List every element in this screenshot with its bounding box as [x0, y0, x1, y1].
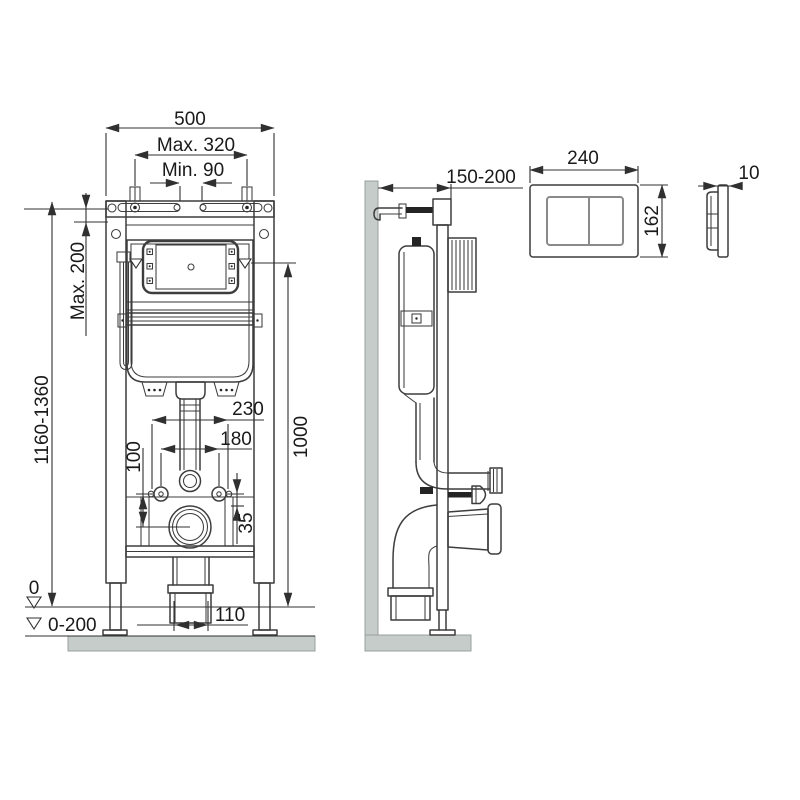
access-window: [141, 239, 240, 295]
dim-hanger-min: Min. 90: [162, 160, 224, 181]
dim-bracket-offset: 35: [236, 512, 257, 533]
level-mark-left: [128, 258, 144, 269]
dim-overall-width: 500: [174, 109, 206, 130]
rail-head-side: [432, 198, 452, 226]
dim-drain-offset: 100: [124, 441, 145, 473]
dim-top-clearance: Max. 200: [68, 242, 89, 320]
fixing-bolt-left: [153, 486, 169, 502]
access-shaft-side: [447, 237, 477, 293]
fixing-bolt-right: [211, 486, 227, 502]
cistern-side: [398, 237, 435, 395]
dim-flush-height: 1000: [291, 416, 312, 458]
outlet-socket-side: [390, 595, 431, 621]
hanger-bolt-right: [241, 202, 253, 213]
access-window-inner: [155, 244, 227, 290]
fill-standpipe: [116, 251, 133, 371]
hanger-bolt-left: [129, 202, 141, 213]
wc-outlet-side: [447, 503, 502, 555]
outlet-socket-front: [169, 592, 212, 624]
dim-plate-depth: 10: [738, 163, 759, 184]
cistern-strap-upper: [126, 301, 254, 311]
plate-front-dimensions: [529, 165, 668, 258]
dim-plate-width: 240: [567, 148, 599, 169]
flush-plate-side: [698, 181, 743, 258]
foot-plate-left: [102, 629, 128, 636]
fixing-stud-side: [448, 485, 487, 505]
pipe-clamp: [420, 487, 433, 494]
access-window-hole: [187, 263, 195, 271]
flush-plate-front: [529, 165, 668, 258]
flush-pipe-side: [403, 393, 503, 494]
plate-side-profile: [717, 184, 729, 258]
corner-screw-right: [263, 203, 273, 213]
foot-plate-right: [252, 629, 278, 636]
datum-triangle-floor: [25, 617, 43, 631]
strap-clamp-left: [117, 313, 128, 328]
datum-triangle-zero: [25, 596, 43, 610]
cistern-tab-right: [213, 381, 240, 397]
wall-side-view: [364, 180, 379, 636]
dim-fixing-inner: 180: [220, 429, 252, 450]
leg-side: [429, 609, 456, 636]
wall-bracket: [373, 203, 433, 221]
rail-side: [436, 224, 449, 611]
cistern-strap-lower: [126, 312, 254, 326]
flush-pipe-front: [175, 381, 206, 493]
floor-side-view: [364, 634, 472, 652]
floor-front-view: [67, 635, 316, 652]
flush-pipe-cap: [489, 467, 503, 494]
front-view-frame: [102, 186, 278, 636]
waste-outlet-front: [167, 556, 214, 624]
fixing-bolts-front: [147, 486, 233, 502]
cistern-valve-knob: [412, 237, 421, 246]
plate-side-bracket: [706, 191, 719, 251]
flush-buttons: [546, 196, 624, 246]
front-view-dimensions: [24, 123, 315, 637]
level-mark-right: [237, 258, 253, 269]
foot-plate-side: [429, 629, 456, 636]
dim-leg-range: 0-200: [48, 615, 97, 636]
dim-hanger-max: Max. 320: [157, 135, 235, 156]
hanger-slot-right: [199, 202, 263, 213]
dim-plate-height: 162: [642, 205, 663, 237]
bracket-rod: [406, 207, 433, 213]
flush-plate-body: [529, 184, 639, 258]
hanger-slot-left: [117, 202, 181, 213]
dim-fixing-outer: 230: [232, 399, 264, 420]
strap-clamp-side: [400, 310, 433, 327]
side-view: [373, 183, 523, 636]
outlet-flange-side: [387, 587, 434, 597]
dim-zero-level: 0: [29, 578, 40, 599]
access-window-bolts: [146, 248, 236, 285]
cistern-front: [116, 239, 263, 397]
side-view-dimensions: [378, 183, 523, 199]
dimension-labels: 500 Max. 320 Min. 90 Max. 200 1160-1360 …: [29, 109, 760, 636]
cistern-tab-left: [141, 381, 168, 397]
flush-bend-end: [178, 469, 202, 493]
dim-wall-distance: 150-200: [446, 167, 516, 188]
dim-install-height: 1160-1360: [32, 375, 53, 464]
dim-outlet-width: 110: [215, 605, 245, 626]
outlet-flange-front: [167, 584, 214, 594]
drain-elbow-side: [387, 504, 438, 621]
wall-and-floor: [67, 180, 472, 652]
corner-screw-left: [107, 203, 117, 213]
strap-clamp-right: [252, 313, 263, 328]
wc-outlet-flange: [487, 503, 502, 555]
